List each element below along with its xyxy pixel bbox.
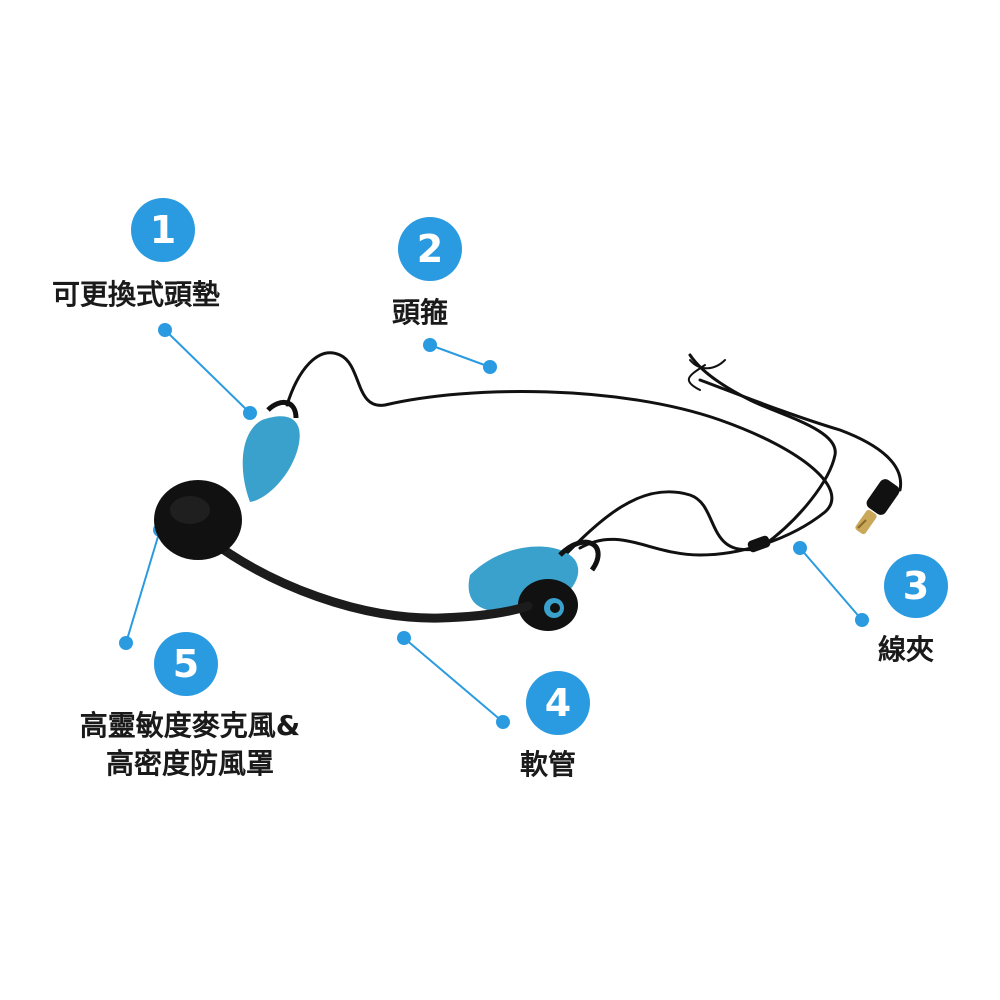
leader-dot-4b: [496, 715, 510, 729]
callout-4-badge: 4: [526, 671, 590, 735]
leader-dot-3b: [855, 613, 869, 627]
callout-1-label: 可更換式頭墊: [52, 278, 221, 311]
mic-hub: [518, 579, 578, 631]
callout-2-badge: 2: [398, 217, 462, 281]
callout-5-label-line-1: 高靈敏度麥克風&: [79, 709, 301, 742]
leader-lines: [119, 323, 869, 729]
leader-dot-1b: [243, 406, 257, 420]
leader-line-5: [125, 529, 161, 644]
callout-4-label: 軟管: [520, 748, 577, 781]
leader-line-3: [799, 547, 863, 621]
leader-dot-2a: [423, 338, 437, 352]
leader-line-2: [429, 344, 491, 368]
callout-3-label: 線夾: [878, 633, 935, 666]
leader-dot-4a: [397, 631, 411, 645]
leader-dot-1a: [158, 323, 172, 337]
gooseneck-boom: [205, 535, 533, 623]
callout-3-badge: 3: [884, 554, 948, 618]
leader-line-4: [403, 637, 504, 723]
callout-5-label: 高靈敏度麥克風& 高密度防風罩: [40, 707, 340, 783]
callout-1-badge: 1: [131, 198, 195, 262]
callout-5-badge: 5: [154, 632, 218, 696]
leader-dot-3a: [793, 541, 807, 555]
line-clip: [747, 535, 771, 553]
leader-line-1: [164, 329, 251, 414]
callout-2-label: 頭箍: [392, 296, 449, 329]
headband: [285, 351, 903, 562]
audio-plug: [855, 479, 900, 535]
left-head-pad: [242, 416, 300, 502]
leader-dot-5b: [119, 636, 133, 650]
leader-dot-2b: [483, 360, 497, 374]
callout-5-label-line-2: 高密度防風罩: [105, 747, 274, 780]
